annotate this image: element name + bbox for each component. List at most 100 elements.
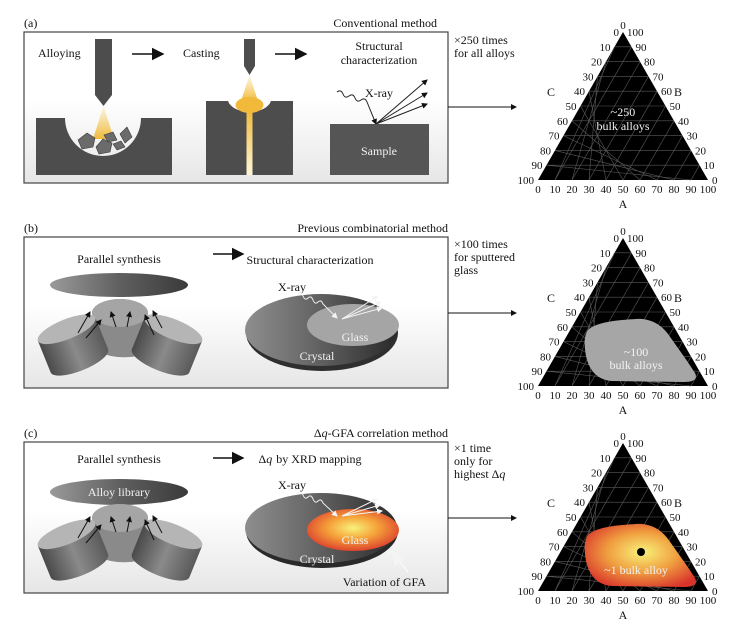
left-tick-label: 80 — [540, 351, 552, 363]
molten-stream-icon — [246, 110, 253, 175]
right-tick-label: 40 — [678, 322, 690, 334]
panel-a-label: (a) — [24, 16, 37, 30]
left-tick-label: 80 — [540, 145, 552, 157]
bottom-tick-label: 80 — [669, 390, 681, 402]
sputter-setup-icon — [37, 273, 203, 376]
corner-label-b: B — [674, 291, 682, 305]
xray-label: X-ray — [278, 280, 306, 294]
substrate-disk — [50, 273, 188, 297]
right-tick-label: 30 — [687, 337, 699, 349]
step-casting: Casting — [183, 46, 220, 60]
left-tick-label: 20 — [591, 263, 603, 275]
left-tick-label: 90 — [532, 571, 544, 583]
crystal-label: Crystal — [300, 349, 335, 363]
panel-c: (c) Δq-GFA correlation method Parallel s… — [23, 426, 517, 594]
bottom-tick-label: 40 — [601, 184, 613, 196]
left-tick-label: 50 — [566, 512, 578, 524]
bottom-tick-label: 30 — [584, 595, 596, 607]
bottom-tick-label: 60 — [635, 390, 647, 402]
region-desc-label: ~1 bulk alloy — [604, 563, 668, 577]
molten-pool-icon — [235, 97, 264, 113]
step-structural-characterization: Structural characterization — [247, 253, 374, 267]
right-tick-label: 100 — [627, 438, 644, 450]
step-structural-line2: characterization — [341, 53, 418, 67]
right-tick-label: 0 — [712, 586, 718, 598]
arc-electrode-icon — [95, 39, 112, 106]
left-tick-label: 60 — [557, 116, 569, 128]
left-tick-label: 50 — [566, 101, 578, 113]
bottom-tick-label: 70 — [652, 390, 664, 402]
diffracted-rays-icon — [375, 79, 428, 125]
grid-line — [546, 164, 692, 181]
bottom-tick-label: 40 — [601, 595, 613, 607]
left-tick-label: 40 — [574, 86, 586, 98]
step-structural-line1: Structural — [355, 39, 403, 53]
corner-label-a: A — [619, 197, 628, 211]
bottom-tick-label: 100 — [700, 184, 717, 196]
best-alloy-dot — [637, 548, 645, 556]
left-tick-label: 30 — [583, 482, 595, 494]
sample-block-icon — [330, 124, 429, 175]
wafer-icon — [245, 493, 399, 568]
repeat-note-a-line2: for all alloys — [454, 46, 515, 60]
glass-region — [307, 304, 399, 346]
right-tick-label: 50 — [670, 512, 682, 524]
left-tick-label: 90 — [532, 366, 544, 378]
repeat-note-b-line3: glass — [454, 263, 478, 277]
bottom-tick-label: 60 — [635, 184, 647, 196]
right-tick-label: 70 — [653, 71, 665, 83]
panel-a: (a) Conventional method Alloying Casting… — [23, 16, 517, 184]
crucible-icon — [36, 118, 172, 175]
corner-label-c: C — [547, 291, 555, 305]
right-tick-label: 0 — [712, 381, 718, 393]
right-tick-label: 100 — [627, 233, 644, 245]
step-parallel-synthesis: Parallel synthesis — [77, 252, 161, 266]
step-alloying: Alloying — [38, 46, 81, 60]
right-tick-label: 60 — [661, 292, 673, 304]
corner-label-c: C — [547, 496, 555, 510]
right-tick-label: 50 — [670, 307, 682, 319]
bottom-tick-label: 80 — [669, 595, 681, 607]
left-tick-label: 30 — [583, 277, 595, 289]
gfa-gradient-region — [307, 509, 399, 551]
bottom-tick-label: 30 — [584, 390, 596, 402]
sputter-setup-icon — [37, 479, 203, 581]
right-tick-label: 90 — [636, 42, 648, 54]
corner-label-b: B — [674, 85, 682, 99]
alloy-chunks-icon — [77, 126, 133, 155]
casting-flame-icon — [241, 75, 258, 101]
repeat-note-c-line1: ×1 time — [454, 441, 491, 455]
bottom-tick-label: 100 — [700, 390, 717, 402]
variation-arrow-icon — [391, 551, 409, 573]
left-tick-label: 90 — [532, 160, 544, 172]
right-tick-label: 0 — [712, 175, 718, 187]
right-tick-label: 30 — [687, 542, 699, 554]
right-tick-label: 80 — [644, 468, 656, 480]
right-tick-label: 40 — [678, 116, 690, 128]
diffracted-rays-icon — [341, 295, 383, 320]
right-tick-label: 90 — [636, 248, 648, 260]
bottom-tick-label: 0 — [535, 390, 541, 402]
bottom-tick-label: 80 — [669, 184, 681, 196]
bottom-tick-label: 50 — [618, 390, 630, 402]
corner-label-c: C — [547, 85, 555, 99]
right-tick-label: 60 — [661, 86, 673, 98]
xray-label: X-ray — [365, 86, 393, 100]
bottom-tick-label: 50 — [618, 184, 630, 196]
bottom-tick-label: 90 — [686, 595, 698, 607]
repeat-note-a-line1: ×250 times — [454, 33, 508, 47]
xray-wave-icon — [336, 90, 377, 125]
glass-label: Glass — [342, 533, 369, 547]
bottom-tick-label: 70 — [652, 184, 664, 196]
casting-mold-icon — [206, 101, 293, 175]
apex-tick-label: 0 — [620, 226, 626, 238]
right-tick-label: 10 — [704, 160, 716, 172]
bottom-tick-label: 60 — [635, 595, 647, 607]
right-tick-label: 50 — [670, 101, 682, 113]
right-tick-label: 90 — [636, 453, 648, 465]
left-tick-label: 20 — [591, 57, 603, 69]
xray-wave-icon — [297, 292, 338, 319]
